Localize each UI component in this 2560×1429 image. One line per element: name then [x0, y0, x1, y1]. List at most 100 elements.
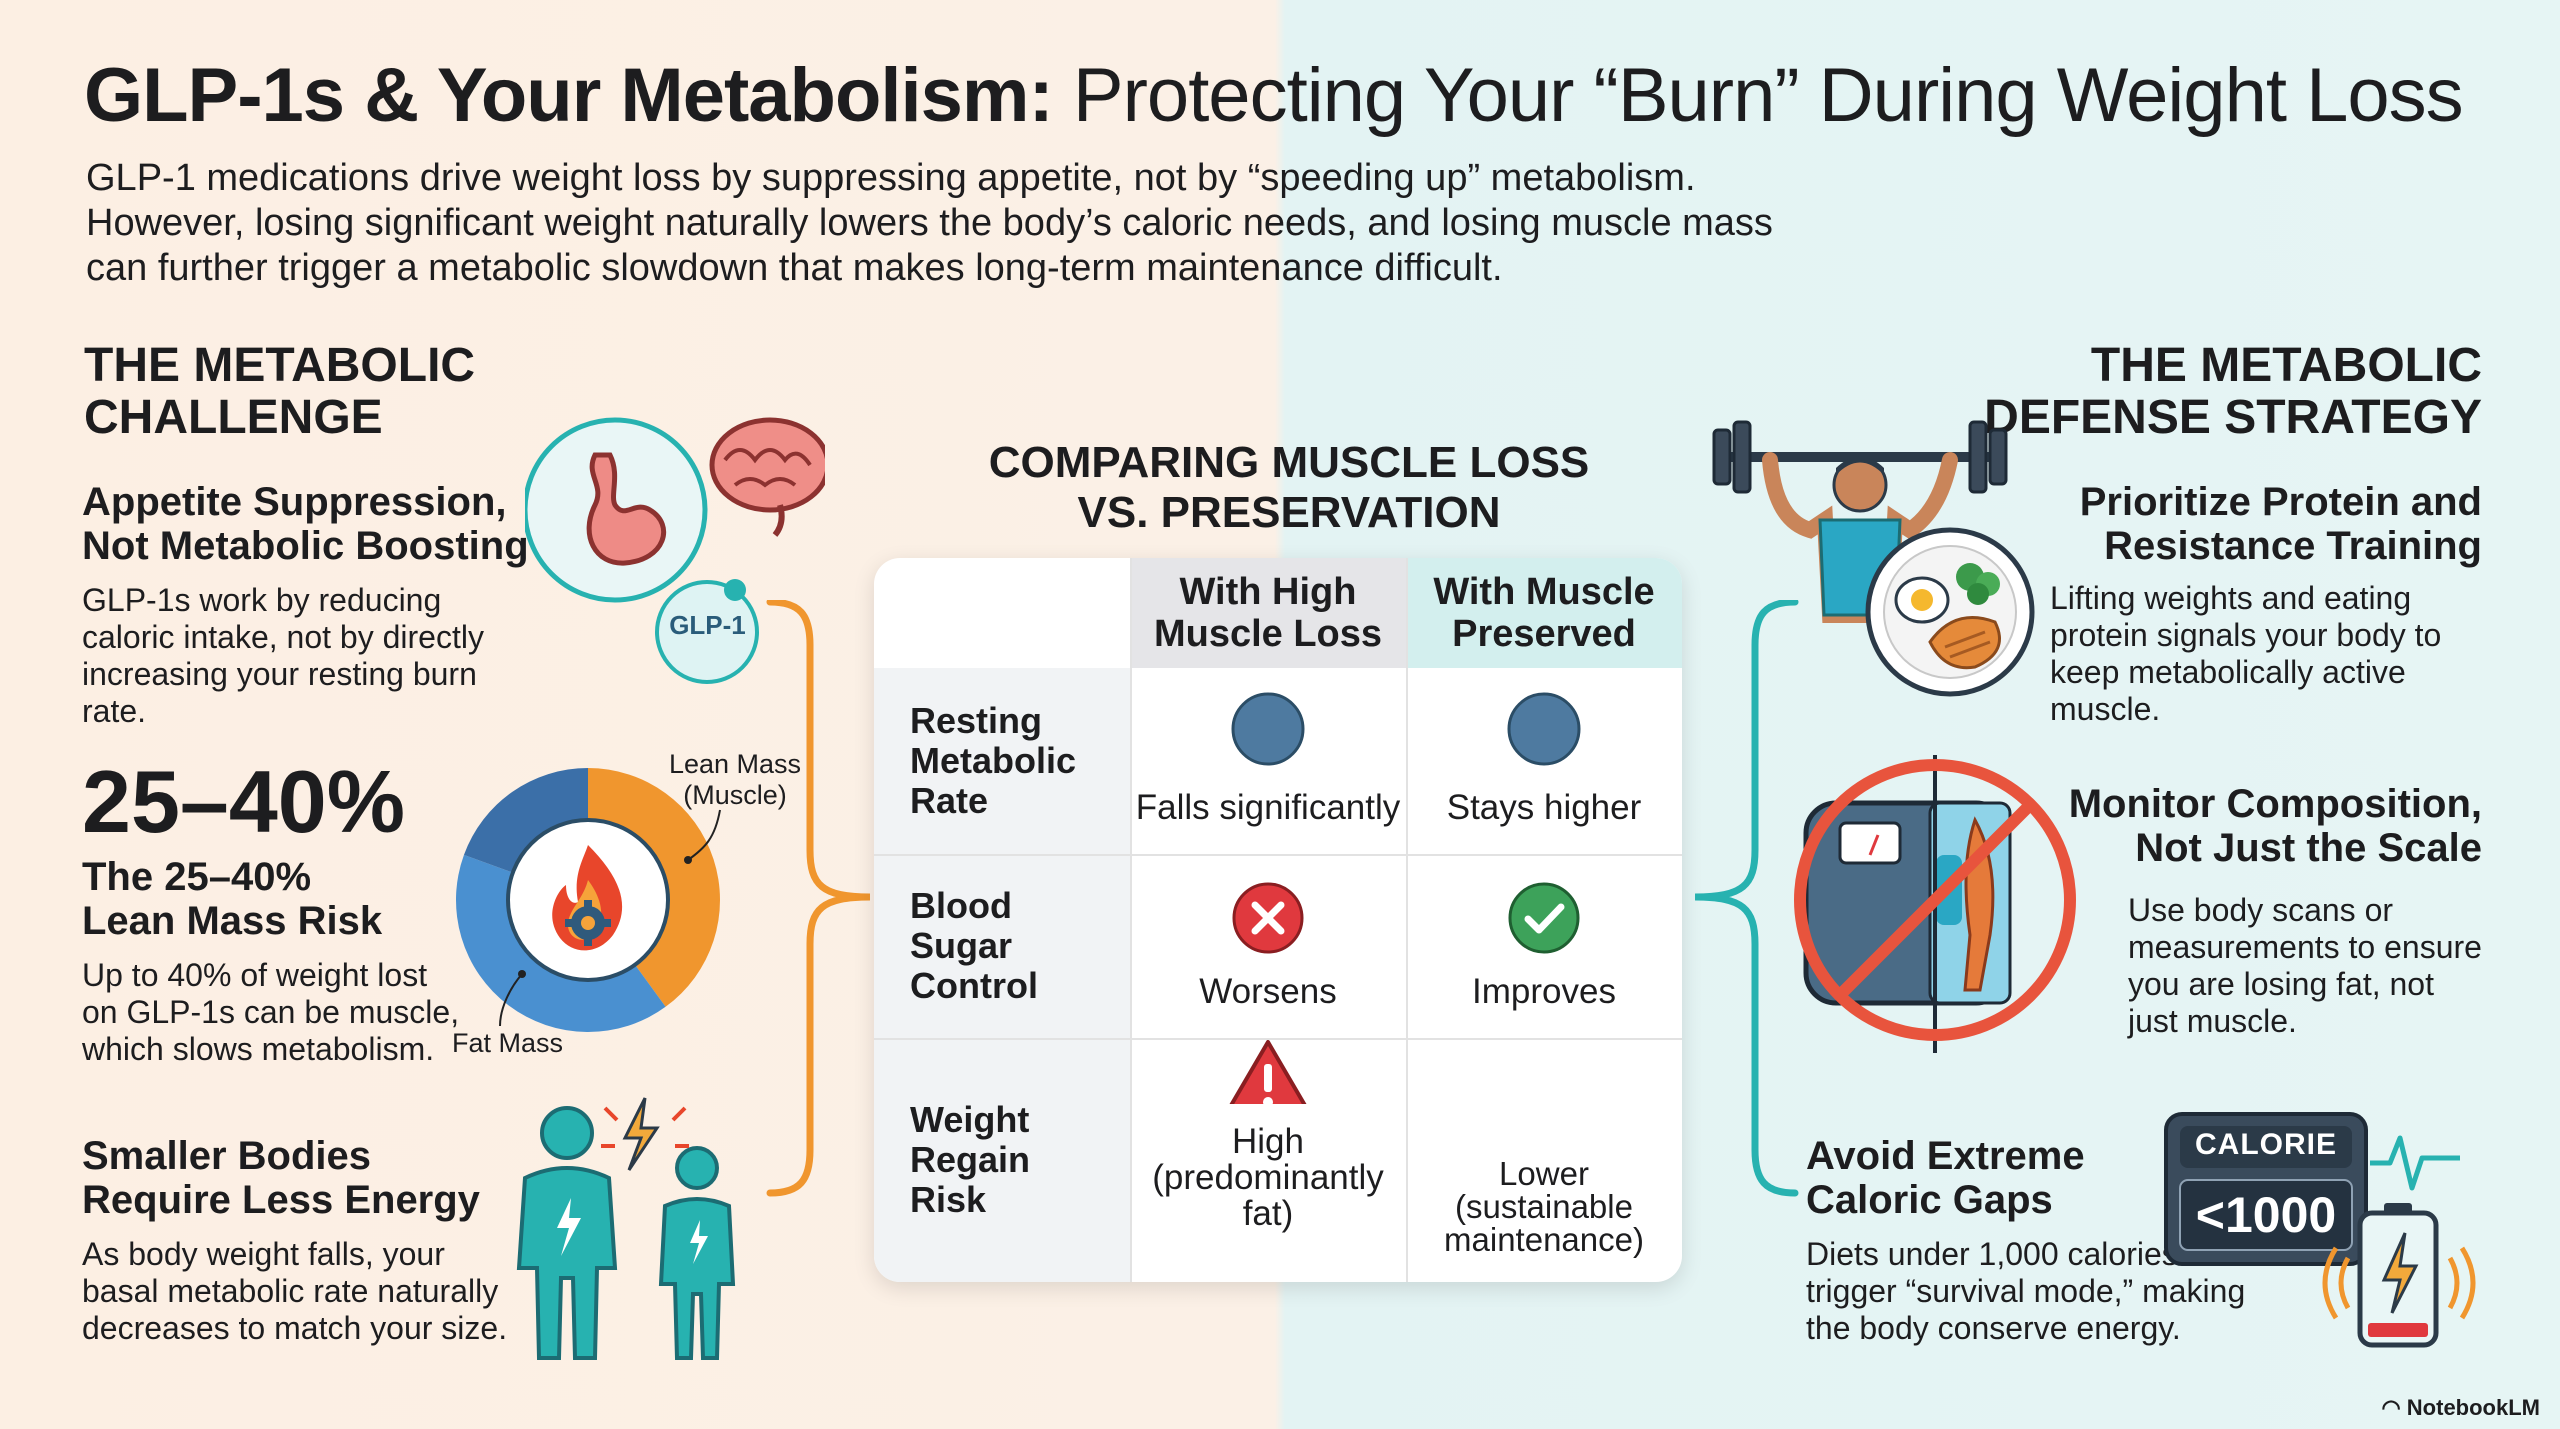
brain-icon — [709, 417, 825, 537]
circle-icon — [1507, 692, 1581, 766]
row2-label-line1: Blood — [910, 885, 1012, 926]
stomach-icon — [586, 452, 667, 566]
caloric-title-line1: Avoid Extreme — [1806, 1134, 2085, 1178]
small-person-icon — [658, 1146, 736, 1360]
lean-mass-item: 25–40% The 25–40% Lean Mass Risk Up to 4… — [82, 757, 482, 1068]
check-circle-icon — [1508, 882, 1580, 954]
row1-label-line1: Resting — [910, 700, 1043, 741]
stomach-brain-illustration — [525, 417, 825, 603]
title-bold: GLP-1s & Your Metabolism: — [84, 53, 1054, 138]
row2-col1-value: Worsens — [1199, 972, 1337, 1011]
donut-fat-segment-dark — [463, 768, 588, 873]
x-circle-icon — [1232, 882, 1304, 954]
monitor-item: Monitor Composition, Not Just the Scale — [2040, 782, 2482, 870]
people-energy-illustration — [516, 1097, 736, 1360]
col2-header-line2: Preserved — [1452, 613, 1636, 655]
monitor-body: Use body scans or measurements to ensure… — [2128, 892, 2482, 1039]
table-divider — [1130, 558, 1132, 1282]
donut-lean-segment — [588, 768, 720, 1007]
glp1-badge-label: GLP-1 — [669, 610, 746, 640]
lean-mass-label: Lean Mass (Muscle) — [665, 749, 805, 811]
col1-header-line2: Muscle Loss — [1153, 613, 1383, 655]
title-rest: Protecting Your “Burn” During Weight Los… — [1072, 53, 2464, 138]
right-section-heading: THE METABOLIC DEFENSE STRATEGY — [1900, 340, 2482, 444]
gear-icon — [565, 900, 611, 946]
row3-label-line2: Regain — [910, 1139, 1031, 1180]
caloric-title-line2: Caloric Gaps — [1806, 1178, 2053, 1222]
table-cell: Falls significantly — [1130, 668, 1406, 854]
scale-composition-illustration — [1794, 755, 2076, 1053]
prohibited-icon — [1794, 759, 2076, 1041]
appetite-title-line2: Not Metabolic Boosting — [82, 524, 529, 568]
table-cell: Worsens — [1130, 854, 1406, 1038]
left-section-heading: THE METABOLIC CHALLENGE — [84, 340, 475, 444]
intro-text: GLP-1 medications drive weight loss by s… — [86, 157, 1773, 289]
row3-label-line1: Weight — [910, 1099, 1030, 1140]
large-person-icon — [516, 1106, 618, 1360]
lean-fat-donut — [455, 768, 720, 1032]
table-divider — [874, 1038, 1682, 1040]
row3-col2-value-line1: Lower — [1499, 1155, 1589, 1192]
table-row-label-bg — [874, 668, 1130, 1282]
calorie-display-illustration — [2164, 1112, 2476, 1348]
low-battery-icon — [2322, 1203, 2476, 1348]
right-bracket-connector — [1694, 600, 1799, 1197]
heartbeat-icon — [2370, 1135, 2460, 1191]
lean-mass-title-line2: Lean Mass Risk — [82, 899, 383, 943]
lean-mass-pointer — [684, 809, 721, 864]
row2-label-line3: Control — [910, 965, 1038, 1006]
row3-col2-value-line2: (sustainable — [1455, 1188, 1633, 1225]
fat-mass-pointer — [499, 970, 526, 1027]
monitor-title-line1: Monitor Composition, — [2068, 782, 2482, 826]
row2-label-line2: Sugar — [910, 925, 1013, 966]
protein-title-line1: Prioritize Protein and — [2079, 480, 2482, 524]
right-heading-line2: DEFENSE STRATEGY — [1984, 391, 2482, 444]
row3-label-line3: Risk — [910, 1179, 987, 1220]
row1-label-line3: Rate — [910, 780, 989, 821]
center-heading-line2: VS. PRESERVATION — [1077, 488, 1501, 537]
table-divider — [1406, 558, 1408, 1282]
caloric-gap-item: Avoid Extreme Caloric Gaps — [1806, 1134, 2186, 1222]
table-row-label: Blood Sugar Control — [874, 854, 1130, 1038]
smaller-bodies-title-line1: Smaller Bodies — [82, 1134, 372, 1178]
monitor-title-line2: Not Just the Scale — [2135, 826, 2482, 870]
page-title: GLP-1s & Your Metabolism: Protecting You… — [84, 52, 2464, 139]
column-header-high-loss: With High Muscle Loss — [1130, 558, 1406, 668]
caloric-body: Diets under 1,000 calories can trigger “… — [1806, 1236, 2246, 1346]
row3-col1-value-line1: High — [1232, 1122, 1304, 1161]
left-heading-line1: THE METABOLIC — [84, 339, 476, 392]
center-heading: COMPARING MUSCLE LOSS VS. PRESERVATION — [874, 438, 1704, 538]
table-cell: Improves — [1406, 854, 1682, 1038]
calorie-label: CALORIE — [2195, 1128, 2337, 1161]
table-header-col1-bg — [1130, 558, 1406, 668]
row2-col2-value: Improves — [1472, 972, 1616, 1011]
smaller-bodies-item: Smaller Bodies Require Less Energy As bo… — [82, 1134, 522, 1347]
appetite-title-line1: Appetite Suppression, — [82, 480, 507, 524]
right-heading-line1: THE METABOLIC — [2090, 339, 2482, 392]
row1-col2-value: Stays higher — [1446, 788, 1642, 827]
left-bracket-connector — [766, 600, 871, 1197]
donut-ring — [455, 768, 720, 1032]
center-heading-line1: COMPARING MUSCLE LOSS — [988, 438, 1590, 487]
appetite-body: GLP-1s work by reducing caloric intake, … — [82, 582, 484, 729]
table-divider — [874, 854, 1682, 856]
col2-header-line1: With Muscle — [1433, 571, 1655, 613]
brand-mark: ◠ NotebookLM — [2381, 1395, 2540, 1421]
chicken-icon — [1928, 616, 2001, 670]
row3-col2-value-line3: maintenance) — [1444, 1221, 1644, 1258]
glp1-badge — [655, 579, 759, 684]
egg-icon — [1894, 576, 1950, 624]
calorie-value: <1000 — [2195, 1187, 2337, 1243]
lean-mass-title-line1: The 25–40% — [82, 855, 312, 899]
lean-mass-stat: 25–40% — [82, 752, 405, 851]
row3-col1-value-line2: (predominantly fat) — [1152, 1158, 1384, 1233]
table-row-label: Weight Regain Risk — [874, 1038, 1130, 1282]
smaller-bodies-body: As body weight falls, your basal metabol… — [82, 1236, 508, 1346]
col1-header-line1: With High — [1179, 571, 1357, 613]
left-heading-line2: CHALLENGE — [84, 391, 383, 444]
protein-plate-illustration — [1865, 527, 2035, 697]
lean-mass-label-line2: (Muscle) — [683, 780, 787, 810]
circle-icon — [1231, 692, 1305, 766]
comparison-table: With High Muscle Loss With Muscle Preser… — [874, 558, 1682, 1282]
